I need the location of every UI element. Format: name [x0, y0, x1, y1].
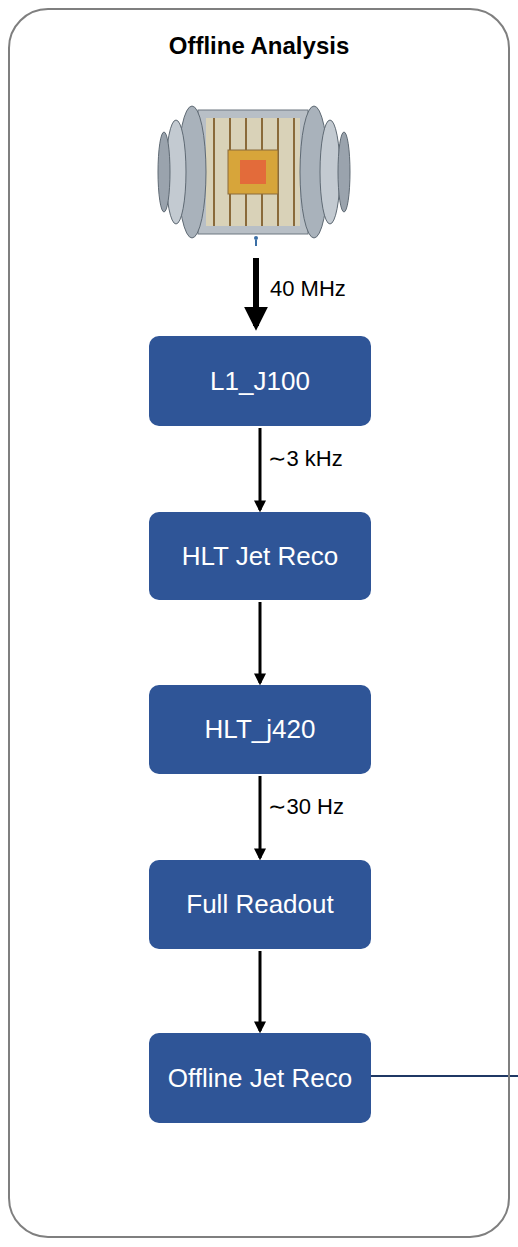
process-box: HLT Jet Reco [149, 512, 371, 600]
box-label: Full Readout [174, 889, 345, 920]
panel-title: Offline Analysis [10, 32, 508, 60]
box-label: L1_J100 [198, 366, 322, 397]
flow-arrow [259, 951, 262, 1031]
flow-arrow [259, 776, 262, 858]
box-label: Offline Jet Reco [156, 1063, 365, 1094]
process-box: L1_J100 [149, 336, 371, 426]
output-line [370, 1075, 518, 1077]
rate-label: ∼3 kHz [266, 446, 345, 472]
process-box: Offline Jet Reco [149, 1033, 371, 1123]
rate-label: 40 MHz [268, 276, 348, 302]
flow-arrow [259, 602, 262, 683]
box-label: HLT Jet Reco [170, 541, 351, 572]
input-arrow [253, 258, 259, 326]
rate-label: ∼30 Hz [266, 794, 346, 820]
flow-arrow [259, 428, 262, 510]
process-box: HLT_j420 [149, 685, 371, 774]
box-label: HLT_j420 [193, 714, 328, 745]
analysis-panel: Offline AnalysisL1_J100HLT Jet RecoHLT_j… [8, 8, 510, 1238]
process-box: Full Readout [149, 860, 371, 949]
atlas-detector [158, 106, 350, 246]
